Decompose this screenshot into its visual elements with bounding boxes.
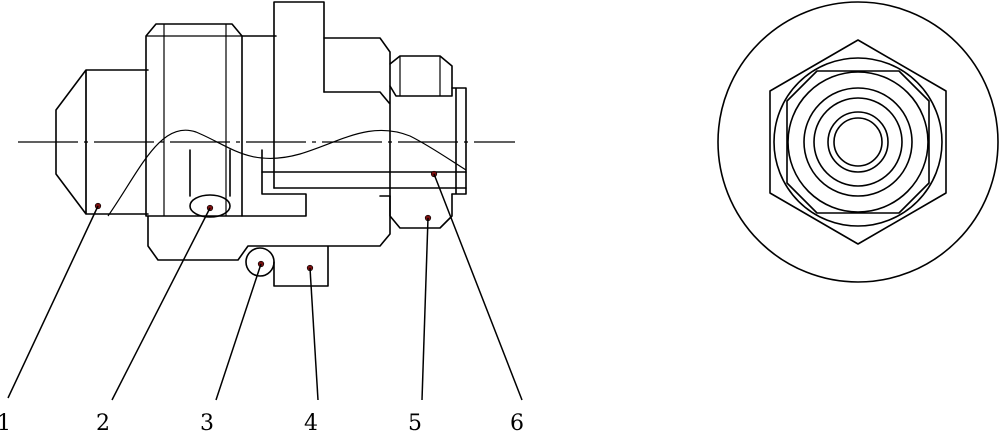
ring-2 bbox=[787, 71, 929, 213]
outer-circle bbox=[717, 1, 999, 283]
callout-label-6: 6 bbox=[510, 411, 524, 436]
union-nut bbox=[323, 37, 391, 197]
leader-line-1 bbox=[7, 205, 99, 399]
small-hex-face bbox=[399, 56, 441, 96]
callouts: 1 2 3 4 5 6 bbox=[0, 170, 524, 436]
leader-line-5 bbox=[421, 217, 429, 401]
callout-label-4: 4 bbox=[304, 411, 318, 436]
callout-label-2: 2 bbox=[96, 411, 110, 436]
bore-circle bbox=[833, 117, 883, 167]
lower-small-nut bbox=[389, 193, 453, 229]
callout-label-5: 5 bbox=[408, 411, 422, 436]
main-hex-body bbox=[145, 23, 243, 217]
inner-hexagon bbox=[786, 70, 930, 214]
leader-line-3 bbox=[215, 263, 262, 401]
leader-line-2 bbox=[111, 207, 211, 401]
ring-3 bbox=[803, 87, 913, 197]
seal-ball bbox=[245, 247, 275, 277]
outer-hexagon bbox=[769, 39, 947, 245]
side-view bbox=[18, 1, 515, 287]
small-hex-nut bbox=[389, 55, 453, 97]
main-hex-face bbox=[146, 24, 242, 216]
tail-tube bbox=[451, 87, 467, 195]
callout-label-1: 1 bbox=[0, 411, 11, 436]
break-line bbox=[107, 129, 467, 217]
end-view bbox=[717, 1, 999, 283]
leader-line-6 bbox=[433, 173, 523, 401]
callout-label-3: 3 bbox=[200, 411, 214, 436]
coupling-body bbox=[241, 35, 307, 217]
ring-5 bbox=[827, 111, 889, 173]
leader-line-4 bbox=[309, 267, 319, 401]
o-ring-seat bbox=[189, 149, 231, 197]
flange-plate bbox=[273, 1, 325, 189]
o-ring bbox=[189, 194, 231, 218]
ring-4 bbox=[813, 97, 903, 187]
ring-1 bbox=[773, 57, 943, 227]
